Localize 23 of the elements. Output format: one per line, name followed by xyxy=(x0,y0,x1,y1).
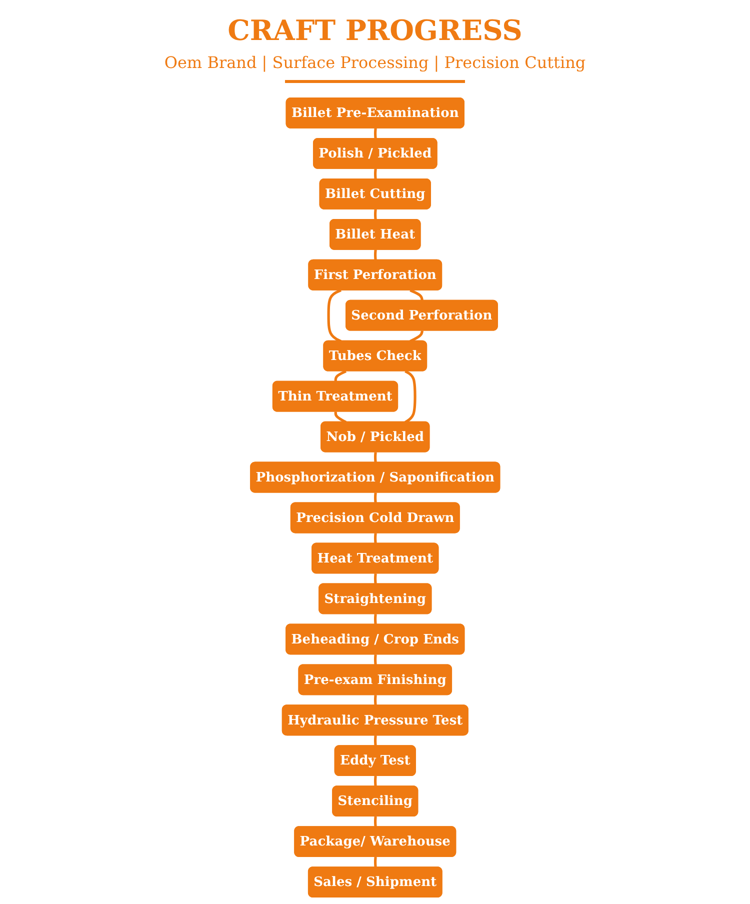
connector xyxy=(374,776,377,787)
connector xyxy=(374,168,377,180)
connector xyxy=(374,492,377,504)
connector xyxy=(374,452,377,464)
connector xyxy=(409,330,424,342)
connector xyxy=(374,573,377,584)
connector xyxy=(374,735,377,746)
connector xyxy=(327,289,342,342)
connector xyxy=(410,289,424,302)
connector xyxy=(374,249,377,261)
connector xyxy=(374,816,377,828)
connector xyxy=(374,532,377,544)
connector xyxy=(374,694,377,706)
connector xyxy=(374,614,377,625)
connector xyxy=(334,370,346,382)
connector xyxy=(404,370,416,424)
connector xyxy=(374,128,377,140)
subtitle: Oem Brand | Surface Processing | Precision Cutting xyxy=(164,53,586,72)
connector xyxy=(374,654,377,666)
title: CRAFT PROGRESS xyxy=(228,14,522,47)
connector xyxy=(334,411,346,424)
connector xyxy=(374,208,377,220)
connector xyxy=(374,856,377,868)
